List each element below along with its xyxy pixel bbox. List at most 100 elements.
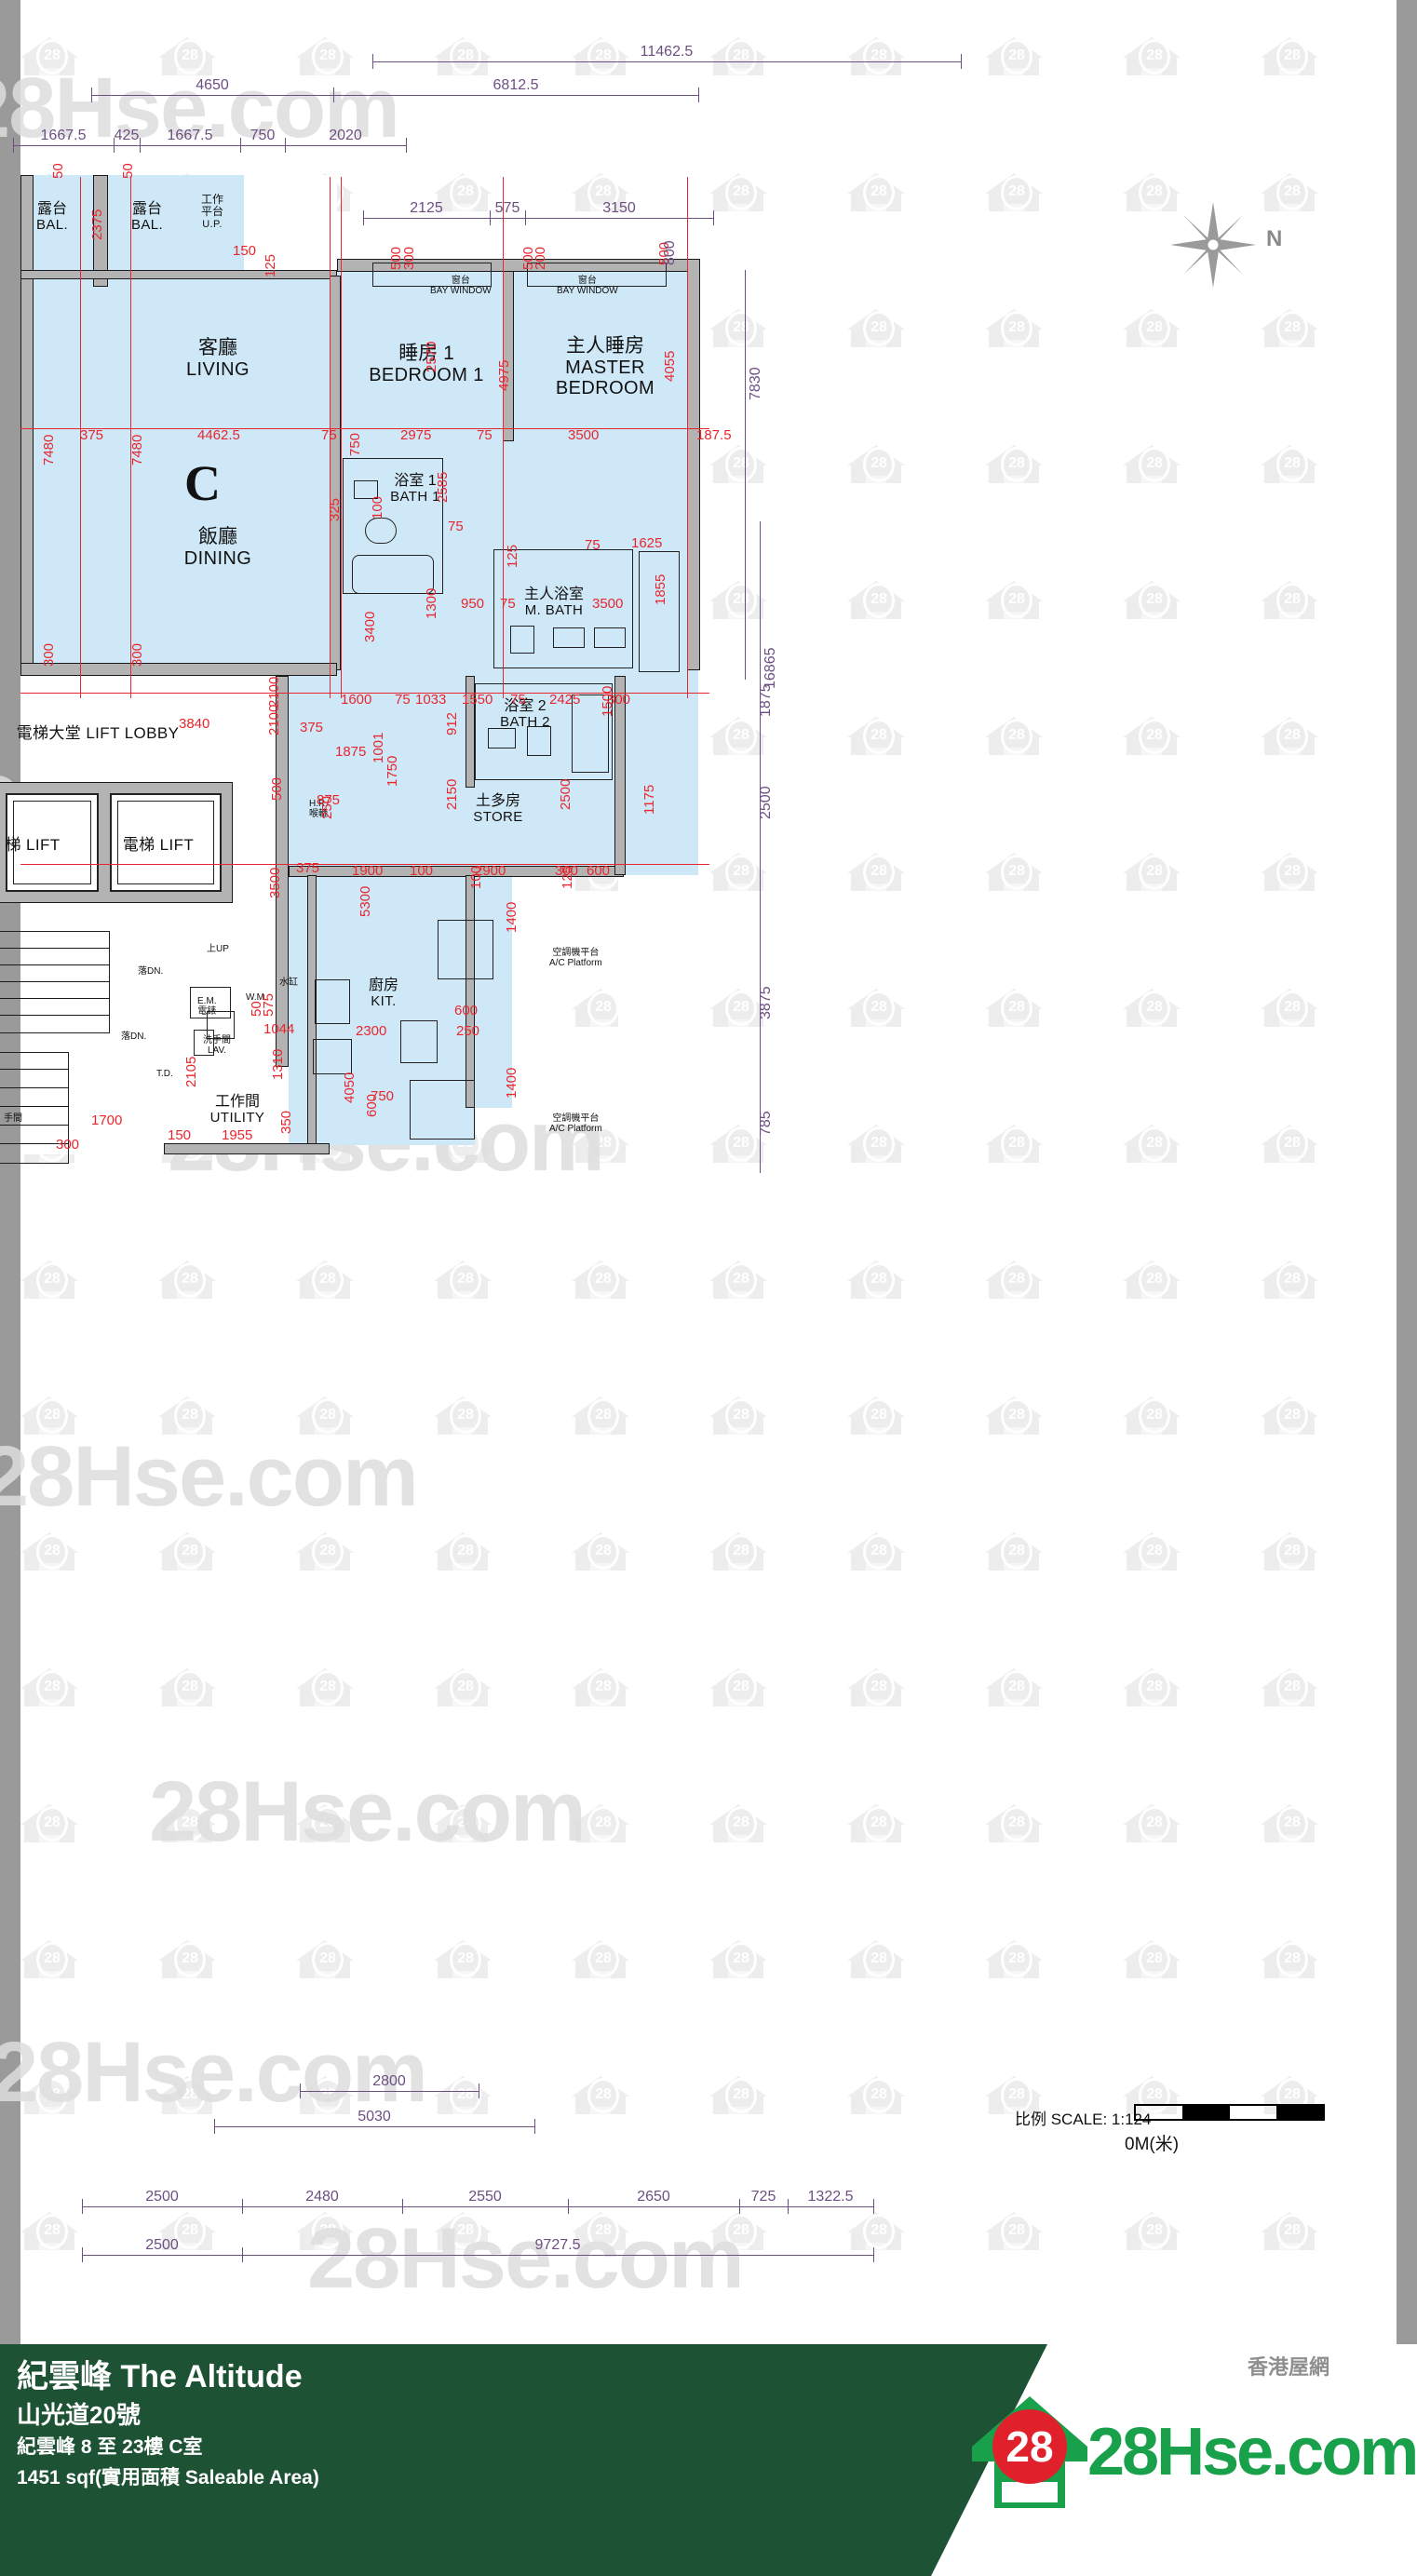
dim-red-74: 1310 [270,1048,286,1080]
stair-upper [0,931,110,1033]
dim-red-56: 250 [319,795,335,819]
fridge-icon [400,1020,438,1063]
mbath-enclosure [493,549,633,668]
mbath-basin-1 [553,627,585,648]
dim-red-55: 500 [269,776,285,801]
dim-top-row3-4-tick [285,138,286,153]
bath2-wc [527,726,551,756]
dim-top-row4-1-value: 575 [494,200,520,216]
dim-red-85: 600 [364,1093,380,1117]
dim-top-row4-2-line [525,218,713,219]
dim-red-77: 750 [371,1088,395,1104]
dim-red-6: 4462.5 [197,427,240,443]
label-em-meter: E.M.電錶 [197,996,217,1018]
unit-letter: C [184,455,221,511]
dim-top-row2-1-value: 6812.5 [493,77,539,93]
dim-top-row4-2-tick [713,210,714,225]
unit-description: 紀雲峰 8 至 23樓 C室 [17,2436,203,2459]
dim-bottom-row2-0-tick [82,2247,83,2262]
dim-red-1: 50 [50,163,66,179]
cutout-core [20,670,289,1154]
dim-bottom-row3-0-tick [534,2119,535,2134]
dim-bottom-row1-5-tick [788,2199,789,2214]
dim-bottom-row2-1-line [242,2255,873,2256]
dim-red-34: 300 [41,642,57,667]
dim-red-54: 1750 [385,755,400,787]
dim-top-row3-1-value: 425 [114,128,140,143]
dim-bottom-row3-0-tick [214,2119,215,2134]
stair-tread-3 [0,981,110,982]
cutout-upper-right [244,175,337,276]
dim-red-36: 3840 [179,716,210,732]
stair-tread-4 [0,998,110,999]
dim-bottom-row1-0-tick [82,2199,83,2214]
red-grid-h-2 [20,864,709,865]
dim-top-row3-1-line [114,145,140,146]
dim-red-28: 1625 [631,535,663,551]
dim-top-row2-1-tick [333,88,334,102]
dim-top-row3-2-line [140,145,240,146]
dim-red-14: 2570 [424,341,439,372]
dim-bottom-row1-4-value: 725 [750,2189,776,2205]
dim-top-row2-1-tick [698,88,699,102]
brand-logo[interactable]: 香港屋網 28 28Hse.com [968,2357,1417,2525]
dim-red-42: 2425 [549,692,581,708]
dim-red-71: 1044 [263,1021,295,1037]
dim-red-29: 125 [505,544,520,568]
stair-tread-1 [0,948,110,949]
red-grid-v-4 [503,177,504,698]
dim-red-60: 1900 [352,863,384,879]
dim-red-50: 912 [444,711,460,735]
dim-bottom-row2-1-tick [873,2247,874,2262]
scale-label: 比例 SCALE: 1:124 [1015,2111,1152,2128]
dim-red-40: 1550 [462,692,493,708]
hob-icon [315,979,350,1024]
scale-bar-graphic [1134,2104,1325,2121]
dim-red-78: 1400 [504,1067,520,1099]
dim-red-32: 3500 [592,596,624,612]
lift-car-right [110,793,222,892]
dim-red-43: 300 [607,692,631,708]
dim-red-48: 375 [300,720,324,735]
dim-bottom-row1-2-line [402,2206,568,2207]
dim-red-86: 4050 [342,1072,358,1103]
dim-top-row4-1-tick [490,210,491,225]
dim-bottom-row1-1-value: 2480 [305,2189,339,2205]
dim-top-row2-1-line [333,95,698,96]
dim-red-49: 1875 [335,744,367,760]
house-badge-icon: 28 [968,2393,1091,2512]
building-address: 山光道20號 [17,2400,141,2429]
dim-top-row3-0-line [13,145,114,146]
dim-red-20: 200 [533,246,548,270]
dim-red-18: 300 [401,246,417,270]
dim-bottom-row1-1-tick [242,2199,243,2214]
red-grid-v-5 [687,177,688,698]
dim-red-58: 2500 [558,778,574,810]
room-label-lift-lobby: 電梯大堂 LIFT LOBBY [16,724,180,742]
dim-red-66: 125 [560,865,575,889]
bath2-shower [572,695,609,773]
dim-red-44: 3400 [362,611,378,642]
dim-top-row4-1-line [490,218,525,219]
scale-seg-3 [1230,2106,1276,2119]
dim-red-33: 1855 [653,573,668,605]
dim-red-26: 75 [448,519,464,534]
lift-car-right-inner [117,801,214,884]
wc-bath1 [365,518,397,544]
room-label-lift-right: 電梯 LIFT [122,836,195,854]
dim-bottom-row2-1-tick [242,2247,243,2262]
label-td-label: T.D. [156,1069,173,1079]
dim-red-2: 50 [120,163,136,179]
dim-top-row1-0-tick [372,54,373,69]
dim-red-8: 2975 [400,427,432,443]
dim-top-row3-0-value: 1667.5 [40,128,87,143]
shower-master [639,551,680,672]
dim-red-5: 375 [80,427,104,443]
label-down-stairs-1: 落DN. [138,966,164,977]
